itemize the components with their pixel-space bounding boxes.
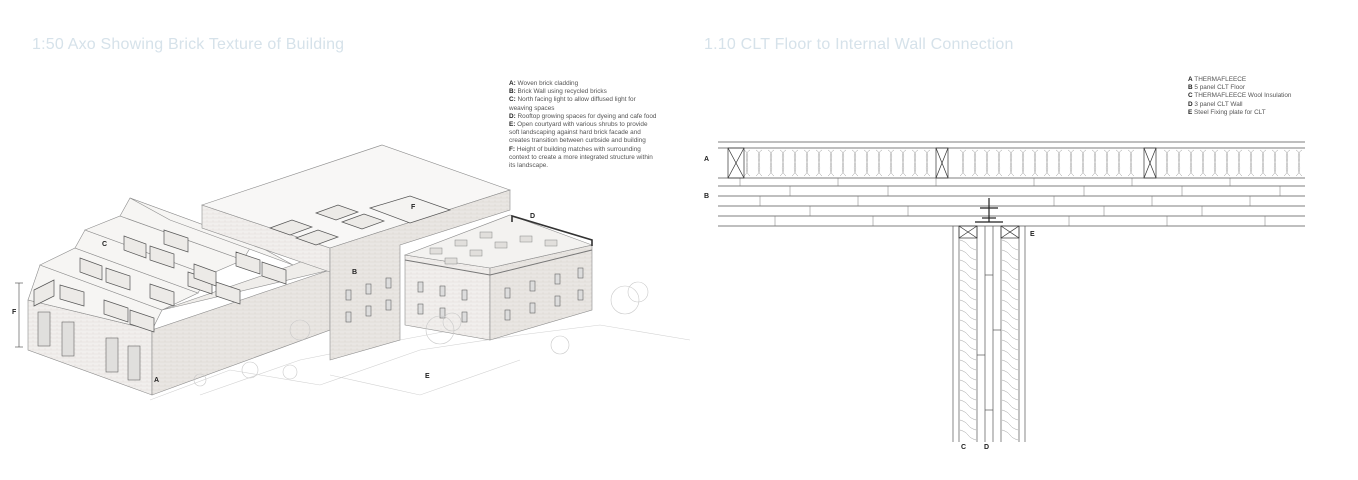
clt-wall	[952, 226, 1026, 442]
courtyard-trees	[193, 281, 649, 387]
legend-text: THERMAFLEECE Wool Insulation	[1192, 92, 1292, 100]
axo-drawing: A B C D E F F	[12, 144, 691, 401]
legend-key: D:	[509, 112, 516, 120]
legend-key: A	[1188, 76, 1193, 83]
wall-insulation-wave	[959, 239, 1019, 441]
label-e: E	[1030, 231, 1035, 238]
axo-legend-item: E: Open courtyard with various shrubs to…	[509, 121, 659, 146]
legend-key: C:	[509, 96, 516, 104]
clt-board-joints	[739, 178, 1281, 226]
axo-legend-item: C: North facing light to allow diffused …	[509, 96, 659, 112]
main-block	[201, 144, 511, 361]
label-a: A	[704, 156, 709, 163]
detail-legend: A THERMAFLEECE B 5 panel CLT Floor C THE…	[1188, 76, 1338, 117]
legend-text: 3 panel CLT Wall	[1192, 100, 1243, 108]
legend-text: Steel Fixing plate for CLT	[1192, 108, 1266, 116]
legend-text: Open courtyard with various shrubs to pr…	[509, 121, 648, 145]
insulation-wave	[743, 149, 1303, 177]
wall-wool-insulation	[959, 239, 1019, 441]
axo-legend-item: A: Woven brick cladding	[509, 80, 659, 88]
legend-key: B	[1188, 84, 1193, 92]
legend-key: E	[1188, 108, 1193, 116]
label-b: B	[352, 269, 357, 276]
label-a: A	[154, 377, 159, 384]
clt-floor	[718, 141, 1305, 227]
axo-legend-item: F: Height of building matches with surro…	[509, 146, 659, 171]
axo-legend-item: B: Brick Wall using recycled bricks	[509, 88, 659, 96]
legend-key: A:	[509, 80, 516, 87]
height-dimension	[15, 282, 23, 348]
legend-text: North facing light to allow diffused lig…	[509, 96, 636, 112]
legend-key: B:	[509, 88, 516, 96]
legend-key: C	[1188, 92, 1193, 100]
label-c: C	[102, 241, 107, 248]
legend-text: Brick Wall using recycled bricks	[515, 88, 607, 96]
label-f-roof: F	[411, 204, 416, 211]
detail-legend-item: A THERMAFLEECE	[1188, 76, 1338, 84]
detail-title: 1.10 CLT Floor to Internal Wall Connecti…	[704, 36, 1014, 53]
legend-text: Rooftop growing spaces for dyeing and ca…	[515, 112, 657, 120]
label-e: E	[425, 373, 430, 380]
legend-text: 5 panel CLT Floor	[1192, 84, 1245, 92]
floor-fixing-boxes	[727, 147, 1157, 179]
label-b: B	[704, 193, 709, 200]
label-d: D	[984, 444, 989, 451]
rooftop-garden-block	[403, 214, 594, 341]
legend-text: Woven brick cladding	[515, 80, 579, 87]
north-lights	[33, 229, 287, 333]
axo-legend: A: Woven brick cladding B: Brick Wall us…	[509, 80, 659, 170]
axo-title: 1:50 Axo Showing Brick Texture of Buildi…	[32, 36, 345, 53]
legend-key: D	[1188, 100, 1193, 108]
label-f: F	[12, 309, 17, 316]
legend-text: Height of building matches with surround…	[509, 145, 653, 170]
legend-key: E:	[509, 121, 516, 129]
detail-legend-item: C THERMAFLEECE Wool Insulation	[1188, 92, 1338, 100]
steel-fixing-plate	[975, 198, 1003, 223]
label-d: D	[530, 213, 535, 220]
wall-fixing-boxes	[958, 225, 1020, 239]
legend-key: F:	[509, 145, 516, 153]
detail-legend-item: E Steel Fixing plate for CLT	[1188, 109, 1338, 117]
label-c: C	[961, 444, 966, 451]
legend-text: THERMAFLEECE	[1192, 76, 1247, 83]
axo-legend-item: D: Rooftop growing spaces for dyeing and…	[509, 113, 659, 121]
thermafleece-insulation	[743, 149, 1303, 177]
detail-legend-item: B 5 panel CLT Floor	[1188, 84, 1338, 92]
detail-legend-item: D 3 panel CLT Wall	[1188, 101, 1338, 109]
